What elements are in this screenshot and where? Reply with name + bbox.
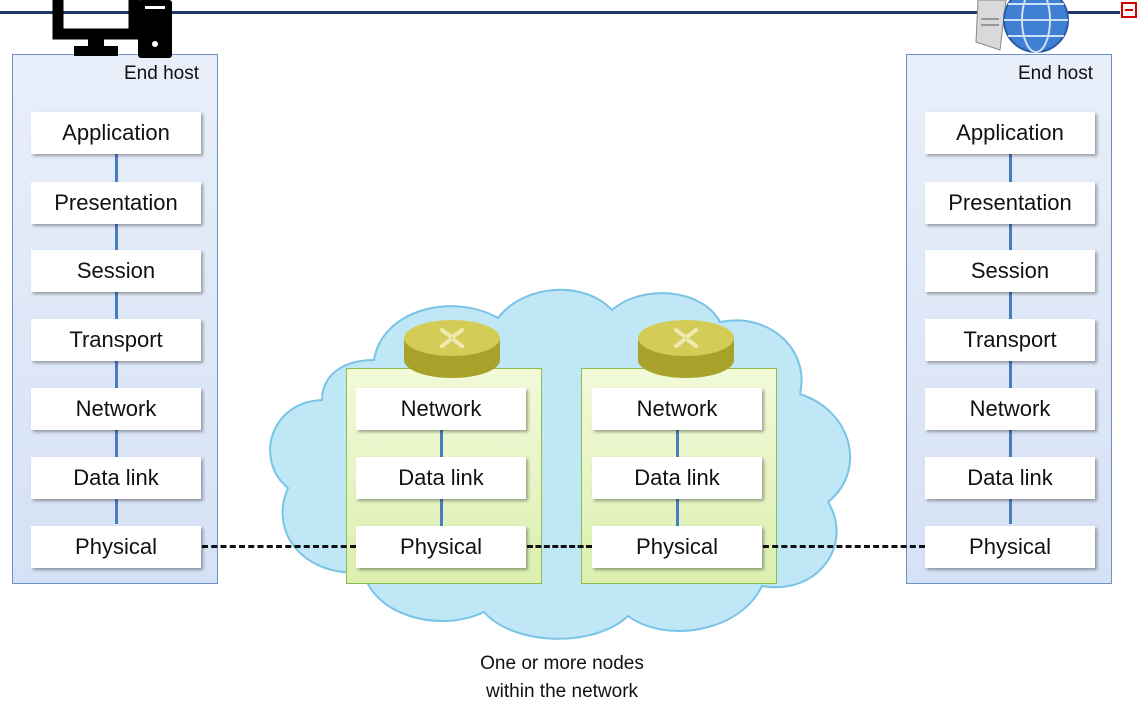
layer-physical: Physical (592, 526, 762, 568)
layer-application: Application (925, 112, 1095, 154)
layer-network: Network (356, 388, 526, 430)
layer-data-link: Data link (925, 457, 1095, 499)
desktop-computer-icon (52, 0, 172, 58)
layer-session: Session (31, 250, 201, 292)
host-label: End host (124, 63, 199, 84)
layer-session: Session (925, 250, 1095, 292)
layer-data-link: Data link (592, 457, 762, 499)
layer-transport: Transport (925, 319, 1095, 361)
caption-line-2: within the network (485, 681, 639, 702)
physical-link-host-to-router-1 (202, 545, 356, 548)
layer-network: Network (925, 388, 1095, 430)
router-icon (638, 320, 734, 378)
layer-physical: Physical (925, 526, 1095, 568)
caption-line-1: One or more nodes (480, 653, 644, 674)
layer-data-link: Data link (356, 457, 526, 499)
layer-presentation: Presentation (31, 182, 201, 224)
layer-network: Network (31, 388, 201, 430)
layer-presentation: Presentation (925, 182, 1095, 224)
slide-corner-icon (1121, 2, 1137, 18)
layer-data-link: Data link (31, 457, 201, 499)
layer-application: Application (31, 112, 201, 154)
web-server-icon (975, 0, 1069, 53)
top-rule (0, 11, 1120, 14)
router-icon (404, 320, 500, 378)
physical-link-router-2-to-host (763, 545, 925, 548)
network-caption: One or more nodes within the network (412, 650, 712, 706)
layer-network: Network (592, 388, 762, 430)
layer-transport: Transport (31, 319, 201, 361)
layer-physical: Physical (356, 526, 526, 568)
physical-link-router-1-to-router-2 (527, 545, 592, 548)
layer-physical: Physical (31, 526, 201, 568)
host-label: End host (1018, 63, 1093, 84)
